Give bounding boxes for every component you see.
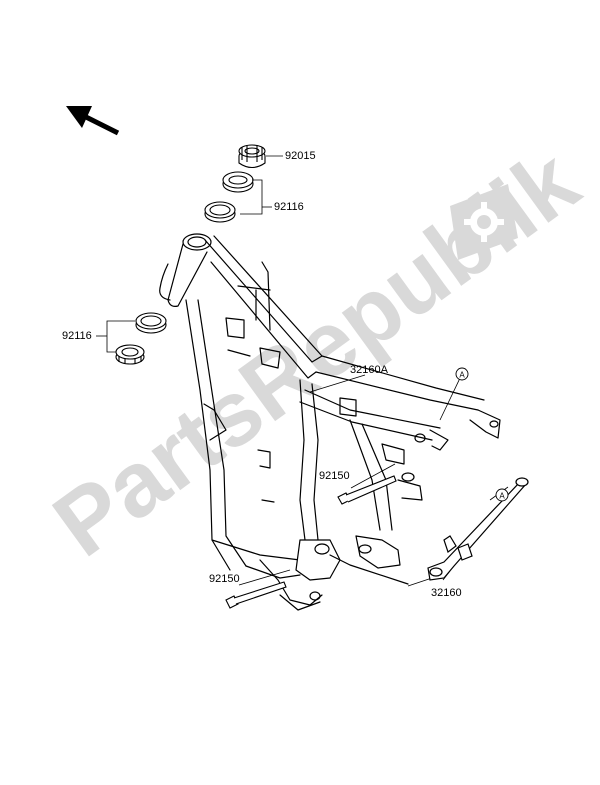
- bearing-race-92116-lower-a: [135, 312, 167, 334]
- part-label-92150-lower[interactable]: 92150: [209, 573, 240, 585]
- leader-lines: [96, 155, 509, 587]
- part-label-32160[interactable]: 32160: [431, 587, 462, 599]
- bolt-92150-upper: [337, 475, 397, 505]
- part-label-32160a[interactable]: 32160A: [350, 364, 388, 376]
- bearing-race-92116-lower-b: [115, 344, 145, 365]
- bearing-nut-92015: [238, 144, 266, 169]
- reference-callout-a-upper-label: A: [459, 371, 465, 380]
- reference-callout-a-lower-label: A: [499, 492, 505, 501]
- part-label-92116-upper[interactable]: 92116: [274, 201, 304, 213]
- reference-callout-a-lower: A: [495, 488, 509, 502]
- front-direction-arrow-icon: [66, 106, 120, 136]
- part-label-92150-upper[interactable]: 92150: [319, 470, 350, 482]
- part-label-92116-lower[interactable]: 92116: [62, 330, 92, 342]
- reference-callout-a-upper: A: [455, 367, 469, 381]
- part-label-92015[interactable]: 92015: [285, 150, 316, 162]
- bearing-race-92116-upper-b: [204, 201, 236, 223]
- bearing-race-92116-upper-a: [222, 171, 254, 193]
- rear-subframe-32160: [427, 477, 529, 581]
- gear-icon: [450, 184, 518, 260]
- bolt-92150-lower: [225, 581, 287, 609]
